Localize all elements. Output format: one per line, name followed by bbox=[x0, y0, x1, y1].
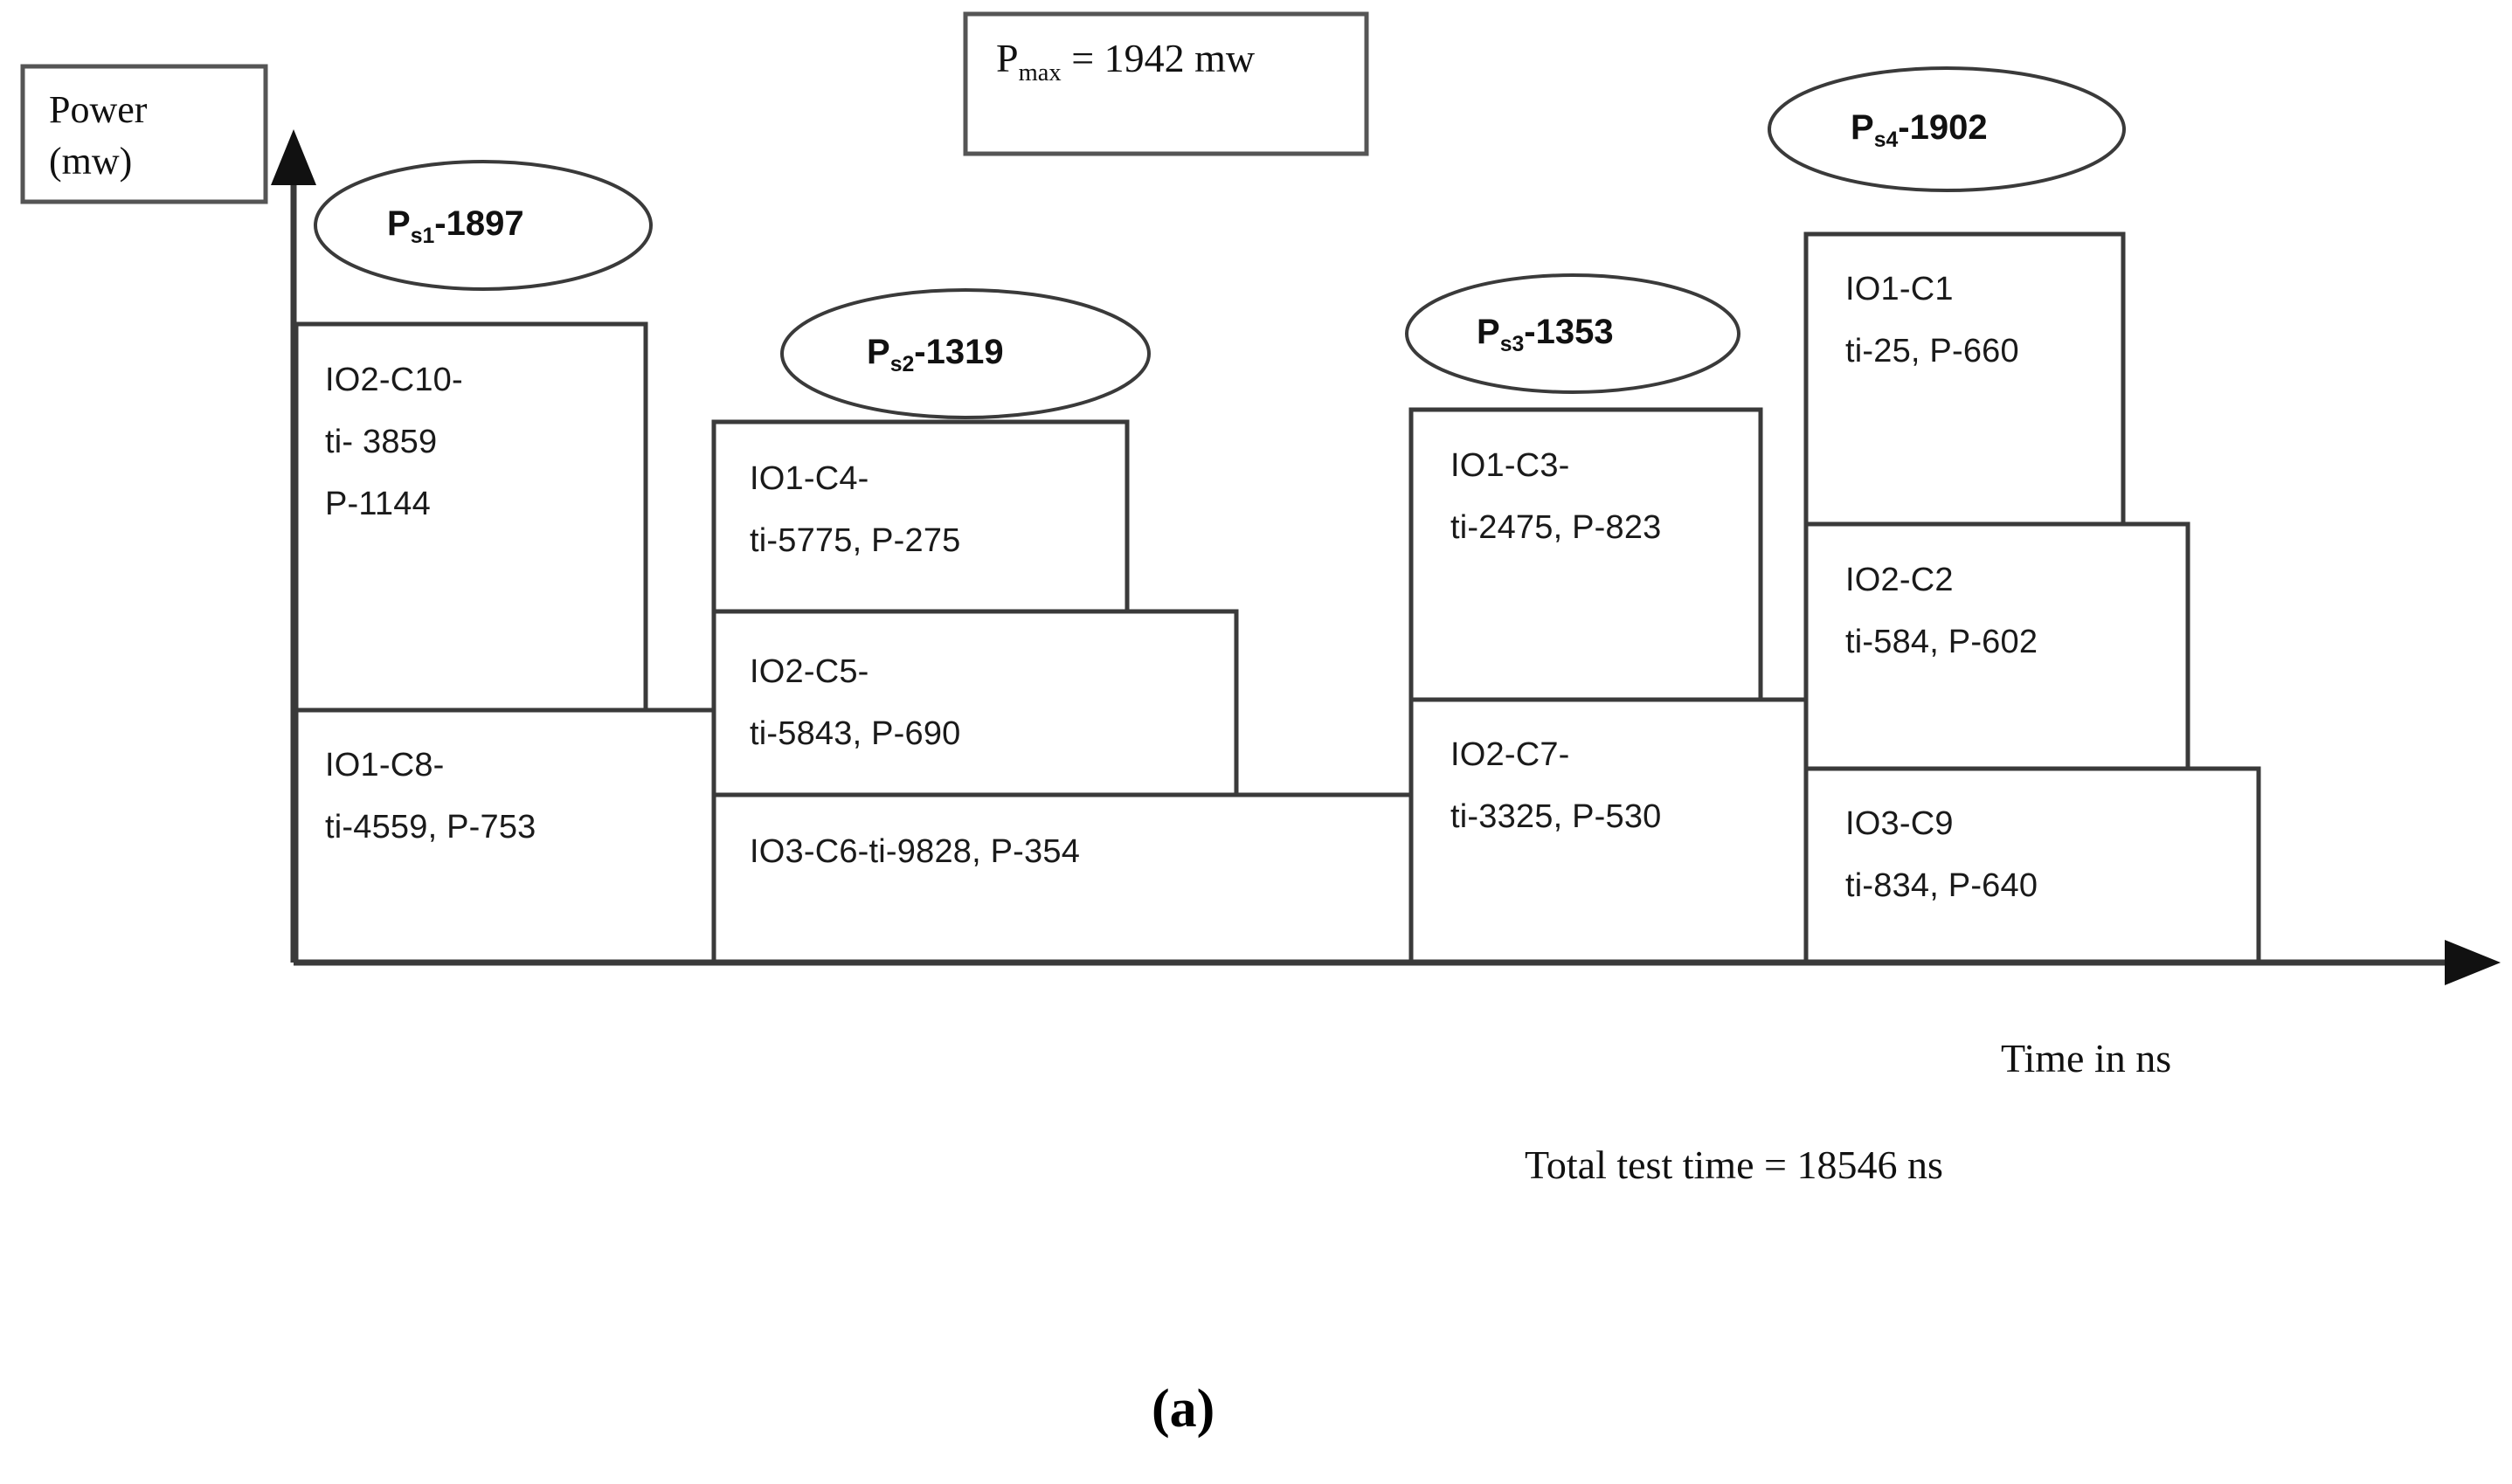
bar-io2-c7-line1: IO2-C7- bbox=[1450, 736, 1570, 773]
total-test-time-label: Total test time = 18546 ns bbox=[1525, 1142, 1943, 1187]
bar-io2-c2-line2: ti-584, P-602 bbox=[1845, 624, 2038, 660]
bar-io3-c9[interactable] bbox=[1803, 766, 2261, 965]
session-marker-ps2-label: Ps2-1319 bbox=[867, 333, 1004, 377]
figure-caption: (a) bbox=[1152, 1379, 1215, 1439]
bar-io1-c1-text: IO1-C1 ti-25, P-660 bbox=[1845, 271, 2019, 370]
bar-io1-c3-text: IO1-C3- ti-2475, P-823 bbox=[1450, 447, 1662, 547]
bar-io1-c4-line2: ti-5775, P-275 bbox=[750, 522, 961, 559]
bar-io2-c5-line1: IO2-C5- bbox=[750, 653, 869, 690]
ps1-symbol: P bbox=[387, 204, 411, 243]
pmax-symbol: P bbox=[996, 36, 1019, 80]
power-axis-label: Power (mw) bbox=[49, 84, 259, 188]
power-axis-label-line2: (mw) bbox=[49, 140, 133, 183]
pmax-value: = 1942 mw bbox=[1071, 36, 1256, 80]
bar-io3-c6[interactable] bbox=[711, 792, 1414, 965]
session-marker-ps1-label: Ps1-1897 bbox=[387, 204, 524, 249]
bar-io2-c10-line2: ti- 3859 bbox=[325, 424, 438, 460]
bar-io1-c3-line1: IO1-C3- bbox=[1450, 447, 1570, 484]
bar-io2-c2-text: IO2-C2 ti-584, P-602 bbox=[1845, 562, 2038, 661]
power-axis-label-line1: Power bbox=[49, 88, 148, 131]
ps3-symbol: P bbox=[1477, 313, 1500, 351]
ps3-value: -1353 bbox=[1524, 313, 1614, 351]
session-marker-ps3[interactable] bbox=[1405, 273, 1740, 394]
y-axis bbox=[271, 129, 316, 963]
bar-io3-c9-line1: IO3-C9 bbox=[1845, 805, 1954, 842]
bar-io3-c6-text: IO3-C6-ti-9828, P-354 bbox=[750, 833, 1080, 871]
bar-io3-c6-line1: IO3-C6-ti-9828, P-354 bbox=[750, 833, 1081, 870]
ps2-subscript: s2 bbox=[889, 353, 915, 376]
session-marker-ps4[interactable] bbox=[1768, 66, 2126, 192]
bar-io1-c3-line2: ti-2475, P-823 bbox=[1450, 509, 1662, 546]
bar-io2-c7-text: IO2-C7- ti-3325, P-530 bbox=[1450, 736, 1662, 836]
ps4-subscript: s4 bbox=[1873, 128, 1899, 152]
session-marker-ps1[interactable] bbox=[314, 160, 653, 291]
ps2-symbol: P bbox=[867, 333, 890, 371]
bar-io2-c10-line1: IO2-C10- bbox=[325, 362, 463, 398]
session-marker-ps3-label: Ps3-1353 bbox=[1477, 313, 1614, 357]
bar-io2-c5-line2: ti-5843, P-690 bbox=[750, 715, 961, 752]
ps1-subscript: s1 bbox=[410, 224, 435, 248]
ps4-value: -1902 bbox=[1898, 108, 1988, 147]
bar-io2-c7-line2: ti-3325, P-530 bbox=[1450, 798, 1662, 835]
bar-io2-c2-line1: IO2-C2 bbox=[1845, 562, 1954, 598]
pmax-box bbox=[963, 11, 1369, 156]
session-marker-ps4-label: Ps4-1902 bbox=[1851, 108, 1988, 153]
bar-io1-c8-line1: IO1-C8- bbox=[325, 747, 445, 783]
bar-io1-c8-text: IO1-C8- ti-4559, P-753 bbox=[325, 747, 536, 846]
ps2-value: -1319 bbox=[914, 333, 1004, 371]
pmax-subscript: max bbox=[1018, 59, 1062, 87]
bar-io1-c4-text: IO1-C4- ti-5775, P-275 bbox=[750, 460, 961, 560]
bar-io1-c1-line1: IO1-C1 bbox=[1845, 271, 1954, 307]
bar-io3-c9-line2: ti-834, P-640 bbox=[1845, 867, 2038, 904]
bar-io2-c10-text: IO2-C10- ti- 3859 P-1144 bbox=[325, 362, 463, 523]
session-marker-ps2[interactable] bbox=[780, 288, 1151, 419]
bar-io1-c4-line1: IO1-C4- bbox=[750, 460, 869, 497]
bar-io1-c1-line2: ti-25, P-660 bbox=[1845, 333, 2019, 369]
bar-io2-c5-text: IO2-C5- ti-5843, P-690 bbox=[750, 653, 961, 753]
bar-io3-c9-text: IO3-C9 ti-834, P-640 bbox=[1845, 805, 2038, 905]
bar-io1-c8-line2: ti-4559, P-753 bbox=[325, 809, 536, 846]
power-axis-label-box bbox=[20, 64, 268, 204]
ps3-subscript: s3 bbox=[1499, 333, 1525, 356]
ps4-symbol: P bbox=[1851, 108, 1874, 147]
bar-io2-c10-line3: P-1144 bbox=[325, 486, 431, 522]
pmax-label: Pmax = 1942 mw bbox=[996, 35, 1255, 87]
x-axis-label: Time in ns bbox=[2001, 1036, 2172, 1080]
ps1-value: -1897 bbox=[434, 204, 524, 243]
